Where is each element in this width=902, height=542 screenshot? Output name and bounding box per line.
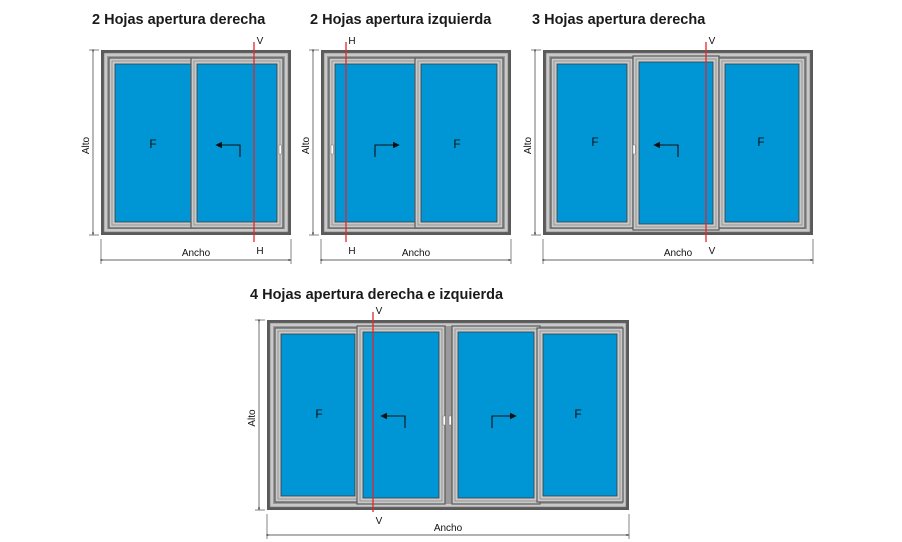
diagram-title-2-hojas-derecha: 2 Hojas apertura derecha [92,12,266,28]
panel-1-glass [334,63,416,223]
dim-width-label: Ancho [182,248,211,259]
panel-2-sash-bevel [417,60,501,226]
panel-1-sash-bevel [553,60,631,226]
panel-4-glass [542,333,618,497]
window-diagram-4: F F V V Ancho Alto [247,306,630,539]
sash-handle-1 [632,144,636,155]
sash-handle-1 [278,144,282,155]
panel-2-glass [638,61,714,225]
dim-height-label: Alto [301,136,312,154]
panel-2-sash-bevel [193,60,281,226]
fixed-panel-label: F [453,137,460,151]
panel-1-glass [280,333,356,497]
panel-3-sash-bevel [721,60,803,226]
fixed-panel-label: F [591,135,598,149]
section-cut-label-bottom: V [709,246,716,257]
window-diagram-3: F F V V Ancho Alto [523,36,814,264]
slide-direction-arrow-1 [215,141,241,157]
dim-width-label: Ancho [664,248,693,259]
window-diagram-2: F H H Ancho Alto [301,36,512,264]
diagram-title-4-hojas: 4 Hojas apertura derecha e izquierda [250,287,504,303]
panel-2-glass [196,63,278,223]
panel-2-glass [362,331,440,499]
section-cut-label-bottom: V [376,516,383,527]
section-cut-label-top: H [348,36,355,47]
diagram-title-2-hojas-izquierda: 2 Hojas apertura izquierda [310,12,492,28]
section-cut-label-bottom: H [256,246,263,257]
panel-1-glass [556,63,628,223]
sash-handle-1 [442,415,446,426]
section-cut-label-bottom: H [348,246,355,257]
dim-width-label: Ancho [434,523,463,534]
section-cut-label-top: V [709,36,716,47]
slide-direction-arrow-1 [380,412,406,428]
panel-2-glass [420,63,498,223]
section-cut-label-top: V [376,306,383,317]
slide-direction-arrow-1 [374,141,400,157]
slide-direction-arrow-1 [653,141,679,157]
dim-height-label: Alto [523,136,534,154]
panel-3-glass [457,331,535,499]
sash-handle-2 [448,415,452,426]
dim-height-label: Alto [81,136,92,154]
panel-2-sash-bevel [359,328,443,502]
dim-height-label: Alto [247,409,258,427]
diagram-title-3-hojas-derecha: 3 Hojas apertura derecha [532,12,706,28]
panel-1-glass [114,63,192,223]
panel-4-sash-bevel [539,330,621,500]
fixed-panel-label: F [315,407,322,421]
dim-width-label: Ancho [402,248,431,259]
sash-handle-1 [330,144,334,155]
fixed-panel-label: F [757,135,764,149]
window-diagram-1: F V H Ancho Alto [81,36,292,264]
fixed-panel-label: F [574,407,581,421]
slide-direction-arrow-2 [491,412,517,428]
panel-3-glass [724,63,800,223]
fixed-panel-label: F [149,137,156,151]
section-cut-label-top: V [257,36,264,47]
panel-2-sash-bevel [635,58,717,228]
